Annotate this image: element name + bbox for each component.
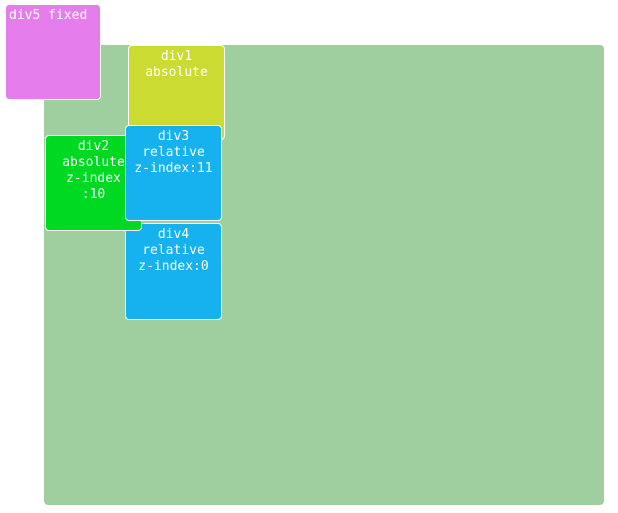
div3-relative-box: div3 relative z-index:11 <box>125 125 222 221</box>
div4-relative-box: div4 relative z-index:0 <box>125 223 222 320</box>
div3-zindex: z-index:11 <box>134 161 213 176</box>
div2-zindex: z-index <box>66 171 121 186</box>
div1-position: absolute <box>145 65 208 80</box>
div4-zindex: z-index:0 <box>138 259 209 274</box>
div3-position: relative <box>142 145 205 160</box>
div5-label: div5 fixed <box>9 8 88 23</box>
div2-position: absolute <box>62 155 125 170</box>
div2-label: div2 <box>77 139 110 154</box>
div1-label: div1 <box>160 49 193 64</box>
div2-zindex-value: :10 <box>81 187 106 202</box>
div3-label: div3 <box>157 129 190 144</box>
div4-label: div4 <box>157 227 190 242</box>
div4-position: relative <box>142 243 205 258</box>
div1-absolute-box: div1 absolute <box>128 45 225 140</box>
div5-fixed-box: div5 fixed <box>5 4 101 100</box>
